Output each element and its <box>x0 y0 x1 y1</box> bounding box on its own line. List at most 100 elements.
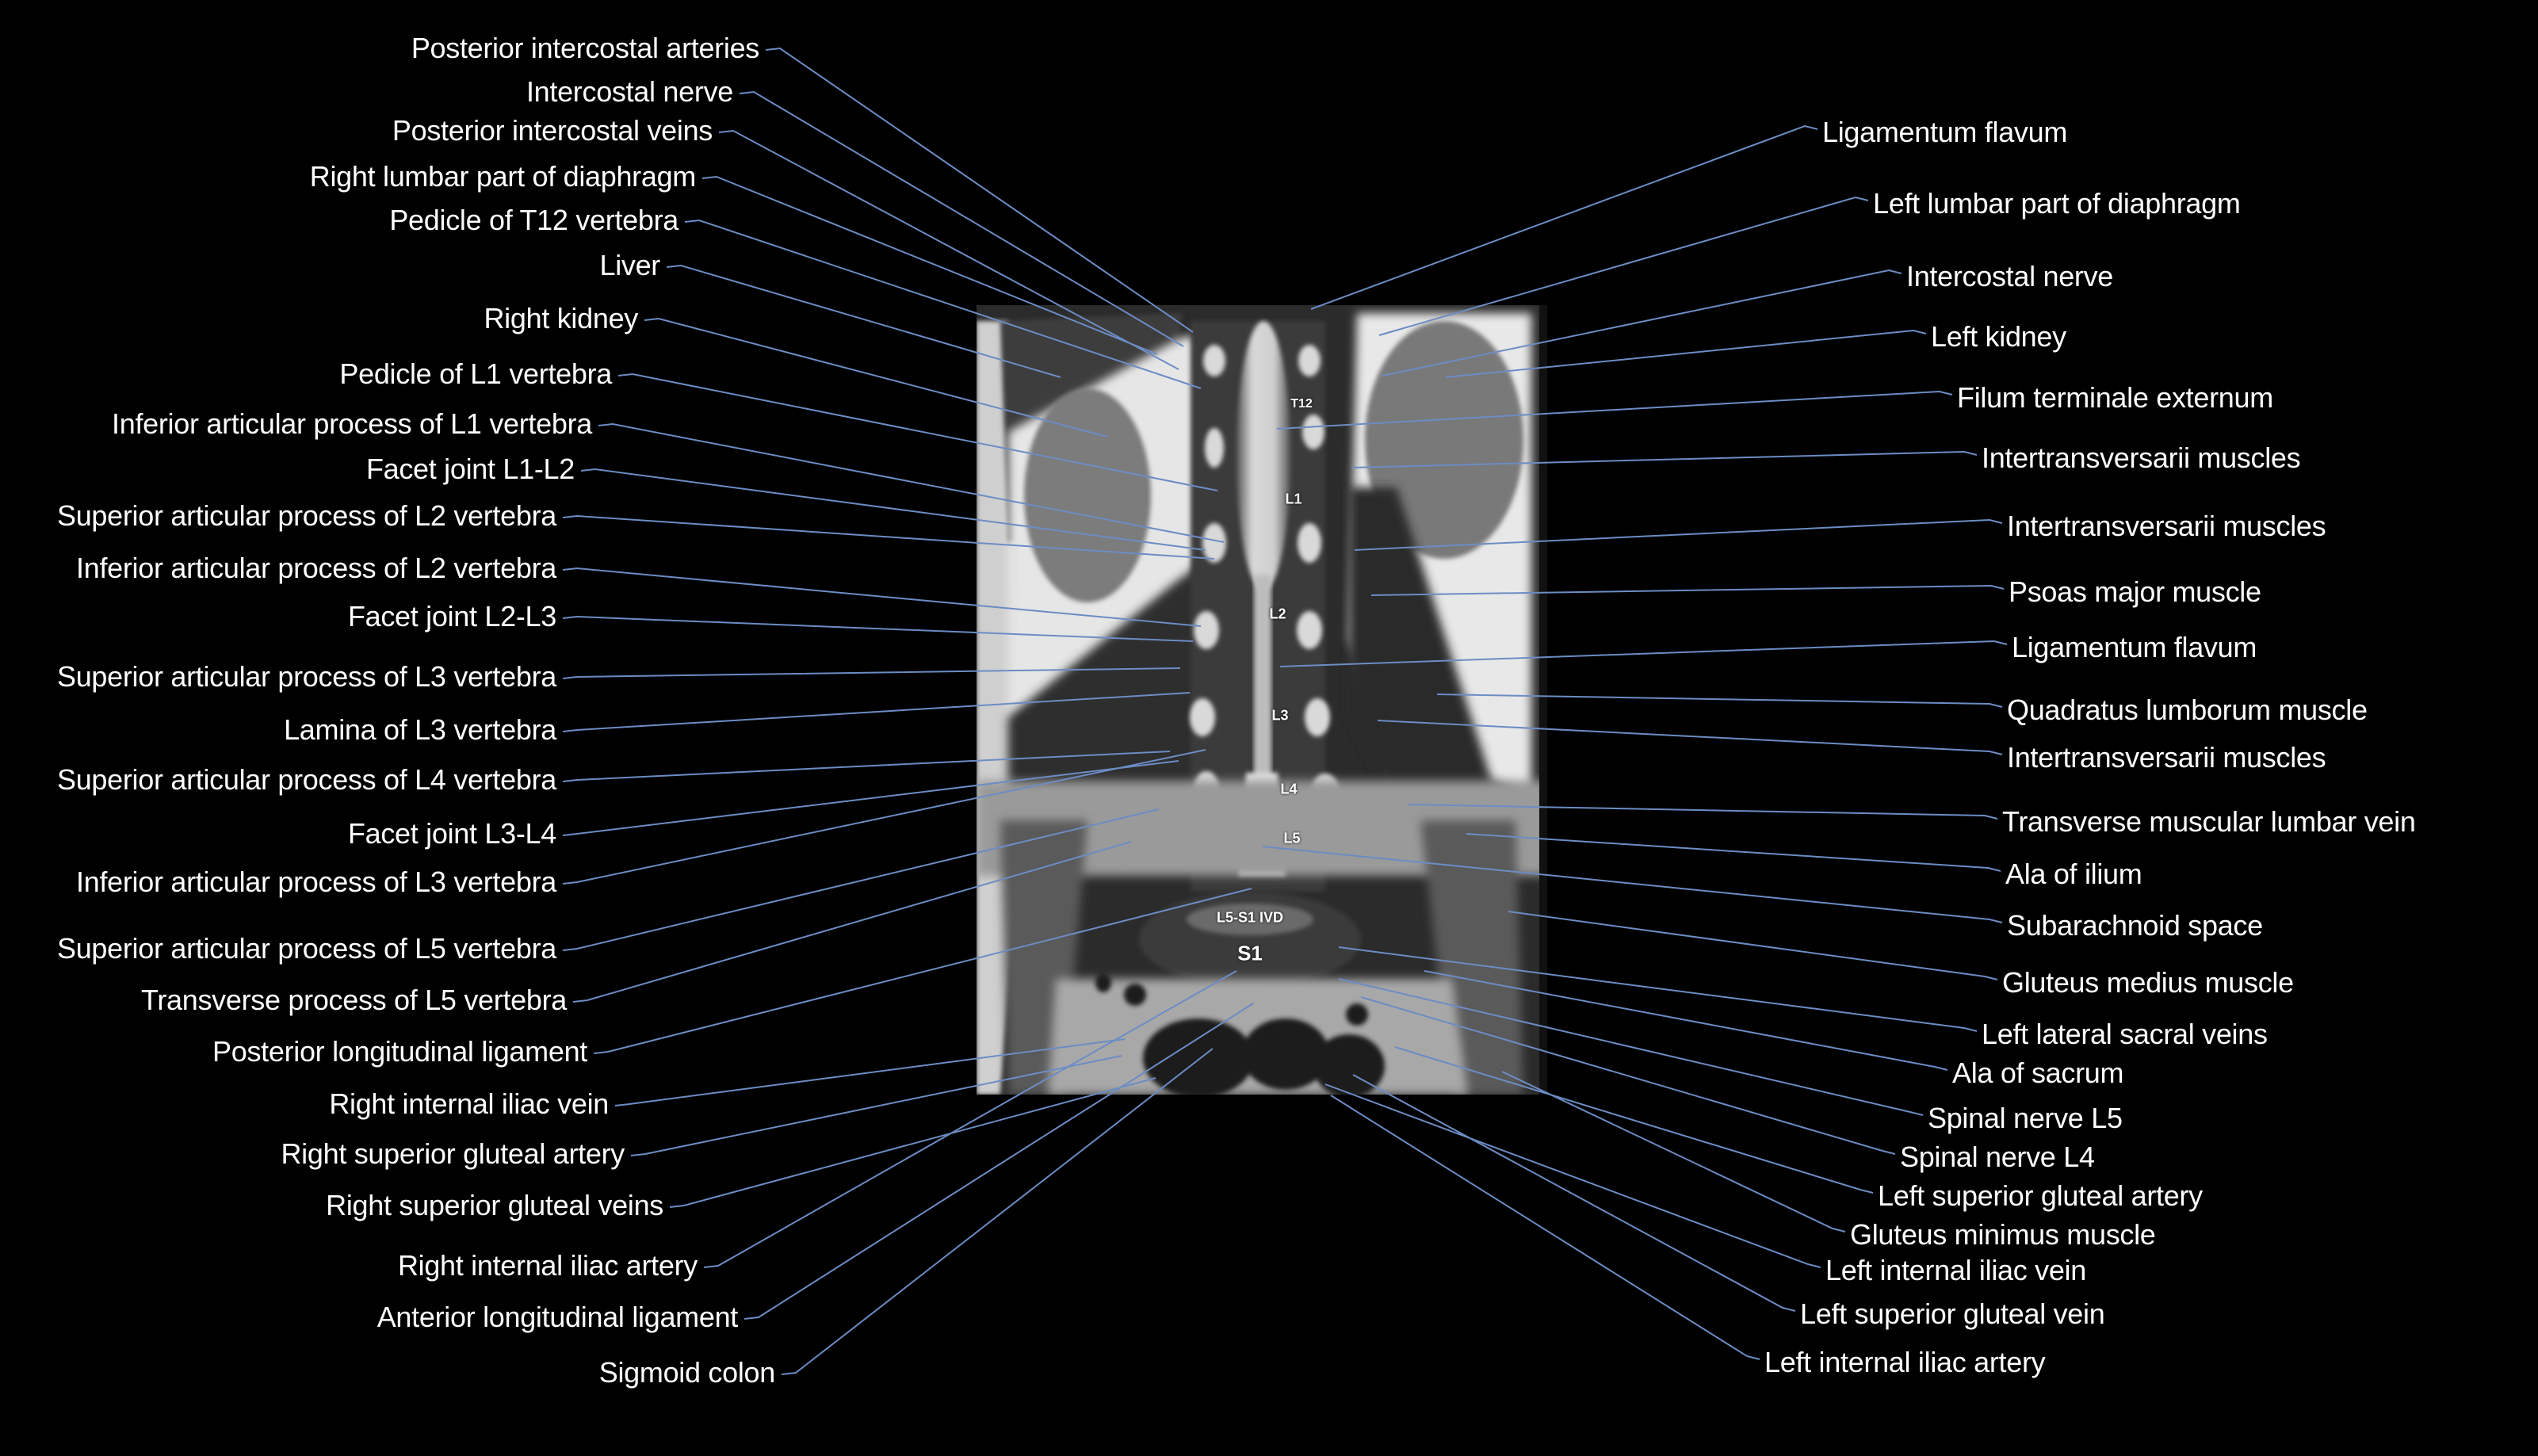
leader-line-left <box>666 264 1061 378</box>
vertebra-level-label: T12 <box>1290 397 1313 411</box>
leader-line-left <box>765 47 1194 333</box>
anatomy-label-right: Spinal nerve L5 <box>1928 1102 2123 1134</box>
leader-line-left <box>743 1003 1254 1320</box>
vertebra-level-label: L4 <box>1280 781 1298 797</box>
leader-line-left <box>701 175 1158 355</box>
anatomy-label-right: Ala of ilium <box>2005 858 2142 890</box>
anatomy-label-right: Transverse muscular lumbar vein <box>2002 805 2416 838</box>
anatomy-label-left: Inferior articular process of L1 vertebr… <box>112 407 592 440</box>
leader-line-right <box>1279 640 2008 667</box>
leader-line-right <box>1466 833 2001 872</box>
anatomy-label-left: Superior articular process of L5 vertebr… <box>56 932 556 965</box>
anatomy-label-left: Right superior gluteal artery <box>281 1137 625 1170</box>
leader-line-left <box>598 422 1225 543</box>
anatomy-label-right: Intertransversarii muscles <box>2007 741 2326 774</box>
anatomy-label-left: Right kidney <box>484 302 638 334</box>
leader-line-left <box>562 749 1206 885</box>
anatomy-label-left: Liver <box>599 249 660 281</box>
anatomy-label-right: Subarachnoid space <box>2007 909 2263 942</box>
leader-line-left <box>614 1038 1126 1106</box>
leader-line-right <box>1501 1071 1846 1232</box>
anatomy-label-left: Facet joint L2-L3 <box>347 600 556 632</box>
anatomy-label-left: Posterior intercostal arteries <box>411 32 759 64</box>
leader-line-right <box>1330 1095 1760 1360</box>
anatomy-label-right: Ligamentum flavum <box>1822 116 2068 148</box>
leader-line-right <box>1445 329 1927 378</box>
leader-line-left <box>572 841 1132 1003</box>
anatomy-label-left: Sigmoid colon <box>598 1356 776 1389</box>
anatomy-label-left: Facet joint L1-L2 <box>365 453 575 485</box>
anatomy-label-right: Gluteus medius muscle <box>2002 966 2294 999</box>
anatomy-label-left: Superior articular process of L3 vertebr… <box>56 660 556 693</box>
anatomy-label-right: Spinal nerve L4 <box>1900 1141 2095 1173</box>
leader-line-right <box>1382 269 1902 376</box>
leader-line-left <box>739 90 1184 347</box>
leader-line-right <box>1276 390 1953 430</box>
leader-line-left <box>580 468 1206 551</box>
anatomy-label-right: Left internal iliac artery <box>1764 1346 2046 1378</box>
anatomy-label-left: Right superior gluteal veins <box>326 1189 663 1221</box>
anatomy-label-right: Left lumbar part of diaphragm <box>1873 187 2241 220</box>
anatomy-label-left: Right internal iliac artery <box>397 1249 698 1282</box>
anatomy-label-left: Pedicle of L1 vertebra <box>339 357 612 390</box>
vertebra-level-label: L2 <box>1269 606 1286 622</box>
leader-line-right <box>1310 124 1818 310</box>
anatomy-label-right: Quadratus lumborum muscle <box>2007 694 2368 726</box>
anatomy-label-left: Posterior intercostal veins <box>392 114 713 147</box>
leader-line-right <box>1338 978 1924 1116</box>
leader-line-left <box>684 219 1202 389</box>
leader-line-right <box>1370 584 2005 596</box>
vertebra-level-label: L3 <box>1271 707 1289 724</box>
leader-line-right <box>1360 996 1896 1155</box>
leader-line-left <box>562 567 1202 627</box>
anatomy-label-left: Facet joint L3-L4 <box>347 817 556 850</box>
leader-line-left <box>562 751 1171 782</box>
leader-line-left <box>781 1048 1214 1375</box>
anatomy-label-left: Anterior longitudinal ligament <box>376 1301 739 1333</box>
anatomy-label-left: Lamina of L3 vertebra <box>284 713 556 746</box>
anatomy-label-left: Right internal iliac vein <box>329 1087 609 1120</box>
leader-line-left <box>669 1077 1156 1208</box>
anatomy-label-right: Left lateral sacral veins <box>1982 1018 2268 1050</box>
anatomy-label-left: Inferior articular process of L3 vertebr… <box>76 866 556 898</box>
vertebra-level-label: L5-S1 IVD <box>1216 909 1284 926</box>
leader-line-left <box>562 667 1181 679</box>
anatomy-label-right: Filum terminale externum <box>1957 381 2273 414</box>
leader-line-left <box>562 615 1194 642</box>
anatomy-label-right: Left kidney <box>1931 320 2066 353</box>
leader-line-left <box>562 514 1215 560</box>
leader-line-left <box>630 1055 1122 1156</box>
leader-line-left <box>593 888 1252 1054</box>
leader-line-right <box>1262 846 2003 923</box>
leader-line-right <box>1351 450 1978 468</box>
anatomy-label-left: Superior articular process of L4 vertebr… <box>56 763 556 796</box>
leader-line-right <box>1324 1083 1821 1268</box>
anatomy-label-left: Right lumbar part of diaphragm <box>309 160 697 193</box>
anatomy-label-right: Psoas major muscle <box>2009 575 2261 608</box>
leader-line-left <box>562 760 1179 836</box>
leader-line-right <box>1352 1074 1796 1312</box>
leader-line-right <box>1508 911 1998 980</box>
anatomy-label-right: Intertransversarii muscles <box>1982 441 2301 474</box>
anatomy-label-left: Intercostal nerve <box>526 75 733 108</box>
anatomy-label-left: Superior articular process of L2 vertebr… <box>56 499 556 532</box>
leader-line-right <box>1408 804 1998 820</box>
leader-line-right <box>1354 518 2003 551</box>
anatomy-label-right: Left superior gluteal artery <box>1878 1179 2203 1212</box>
leader-line-left <box>703 970 1237 1268</box>
leader-line-right <box>1394 1046 1874 1194</box>
vertebra-level-label: S1 <box>1237 941 1263 965</box>
leader-line-right <box>1338 946 1978 1032</box>
leader-line-right <box>1377 720 2003 755</box>
leader-line-left <box>644 317 1108 438</box>
leader-line-right <box>1436 694 2003 708</box>
anatomy-label-left: Pedicle of T12 vertebra <box>389 204 678 236</box>
leader-line-left <box>617 373 1218 491</box>
mri-scan-illustration <box>977 305 1547 1095</box>
anatomy-label-right: Left superior gluteal vein <box>1800 1297 2105 1330</box>
anatomy-label-left: Transverse process of L5 vertebra <box>140 984 567 1016</box>
anatomy-label-right: Intercostal nerve <box>1906 260 2114 292</box>
